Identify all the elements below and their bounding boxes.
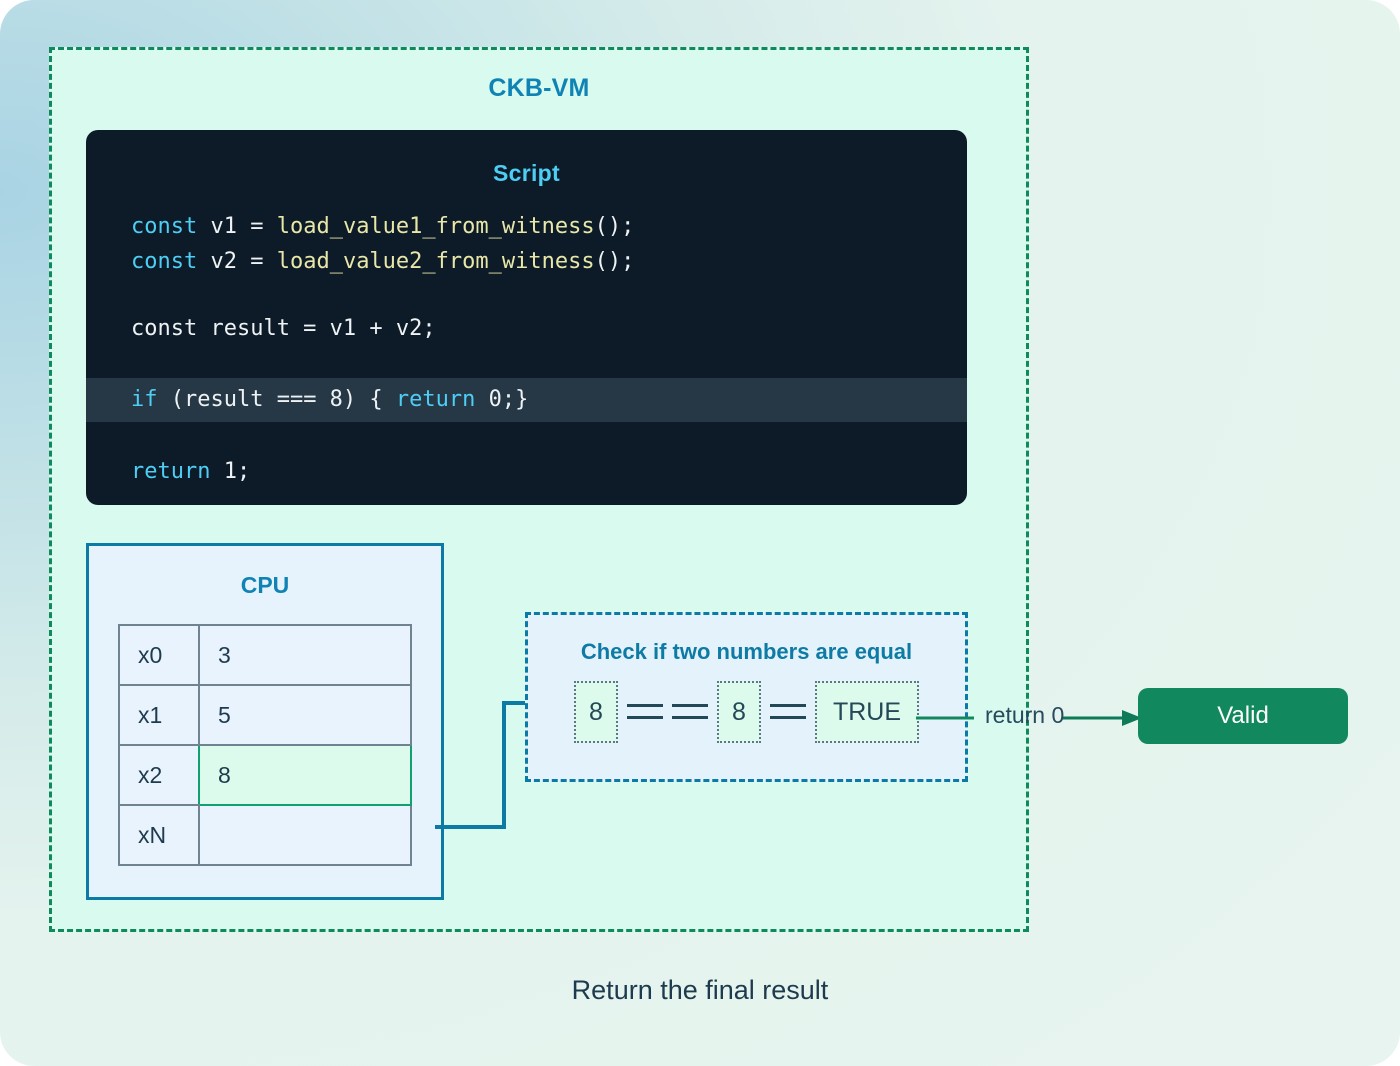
cpu-register-table: x0 3 x1 5 x2 8 xN (118, 624, 412, 866)
equals-icon (627, 702, 663, 722)
register-name: x0 (118, 624, 200, 686)
code-area: const v1 = load_value1_from_witness(); c… (86, 209, 967, 489)
code-line-if-highlighted: if (result === 8) { return 0;} (86, 378, 967, 422)
code-blank-line (86, 279, 967, 311)
code-line-1: const v1 = load_value1_from_witness(); (86, 209, 967, 244)
equality-expression: 8 8 TRUE (528, 681, 965, 743)
register-value (198, 804, 412, 866)
diagram-caption: Return the final result (571, 975, 829, 1005)
code-plain: v1 = (197, 214, 277, 239)
register-value: 3 (198, 624, 412, 686)
code-tail: 1; (210, 459, 251, 484)
right-operand-box: 8 (717, 681, 761, 743)
code-tail: 0;} (475, 387, 529, 412)
register-name: x1 (118, 684, 200, 746)
code-line-return: return 1; (86, 454, 967, 489)
return-code-label: return 0 (985, 702, 1065, 728)
register-value: 8 (198, 744, 412, 806)
code-blank-line (86, 422, 967, 454)
code-keyword: return (395, 387, 476, 412)
code-plain: v2 = (197, 249, 277, 274)
code-plain: const result = v1 + v2; (131, 316, 436, 341)
code-keyword: const (131, 249, 198, 274)
equality-check-container: Check if two numbers are equal 8 8 TRUE (525, 612, 968, 782)
code-blank-line (86, 346, 967, 378)
table-row: x0 3 (118, 624, 412, 686)
code-keyword: const (131, 214, 198, 239)
table-row-active: x2 8 (118, 744, 412, 806)
equals-icon (770, 702, 806, 722)
code-line-3: const result = v1 + v2; (86, 311, 967, 346)
ckb-vm-title: CKB-VM (488, 74, 590, 102)
register-name: xN (118, 804, 200, 866)
cpu-title: CPU (240, 572, 290, 598)
equals-icon (672, 702, 708, 722)
ckb-vm-container: CKB-VM Script const v1 = load_value1_fro… (49, 47, 1029, 932)
equality-check-title: Check if two numbers are equal (580, 639, 913, 664)
script-title: Script (493, 160, 560, 186)
code-function: load_value2_from_witness (276, 249, 595, 274)
table-row: x1 5 (118, 684, 412, 746)
valid-result-badge: Valid (1138, 688, 1348, 744)
code-tail: (); (594, 214, 635, 239)
code-keyword: if (131, 387, 158, 412)
register-value: 5 (198, 684, 412, 746)
code-plain: (result === 8) { (157, 387, 396, 412)
code-keyword: return (131, 459, 211, 484)
code-tail: (); (594, 249, 635, 274)
script-panel: Script const v1 = load_value1_from_witne… (86, 130, 967, 505)
register-name: x2 (118, 744, 200, 806)
code-function: load_value1_from_witness (276, 214, 595, 239)
cpu-container: CPU x0 3 x1 5 x2 8 xN (86, 543, 444, 900)
left-operand-box: 8 (574, 681, 618, 743)
result-box: TRUE (815, 681, 919, 743)
code-line-2: const v2 = load_value2_from_witness(); (86, 244, 967, 279)
table-row: xN (118, 804, 412, 866)
